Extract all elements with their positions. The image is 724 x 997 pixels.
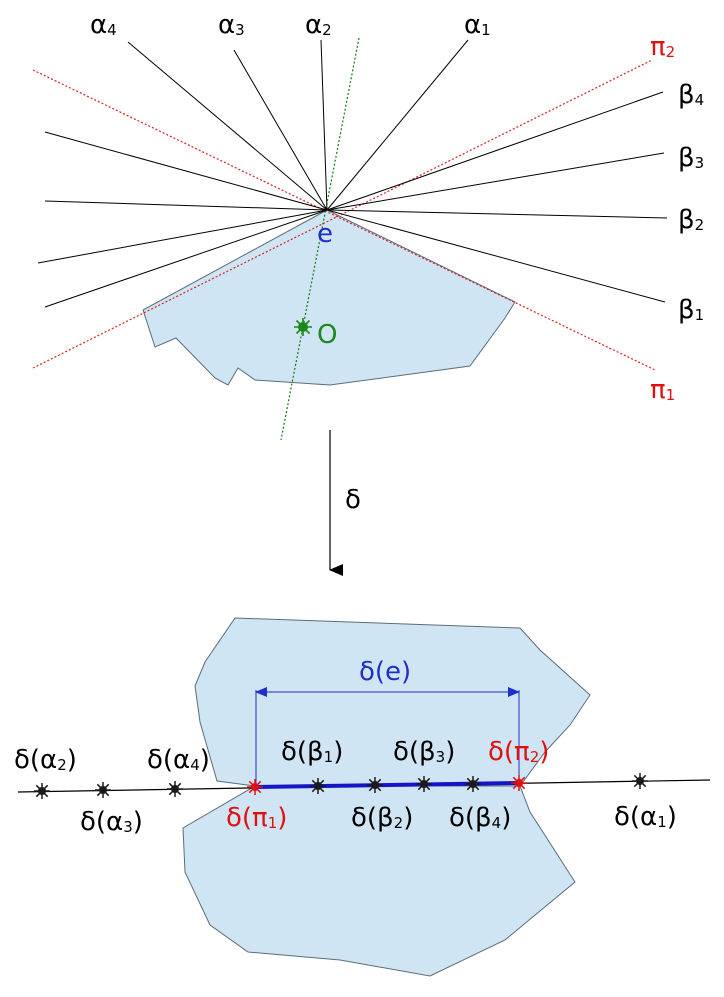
label-delta-alpha4: δ(α4) (147, 745, 210, 775)
dot-delta-beta4 (465, 776, 481, 792)
label-e: e (317, 219, 333, 249)
label-delta-alpha1: δ(α1) (614, 802, 677, 832)
label-delta-alpha3: δ(α3) (80, 807, 143, 837)
label-pi2: π2 (650, 32, 675, 62)
alpha1-line (326, 39, 469, 211)
alpha2-line (320, 39, 328, 211)
dot-delta-beta3 (416, 776, 432, 792)
dot-delta-beta2 (367, 777, 383, 793)
beta3-line-right (326, 152, 665, 211)
label-beta3: β3 (678, 143, 704, 173)
label-delta-pi1: δ(π1) (226, 803, 287, 833)
dual-region-lower (182, 785, 576, 977)
label-delta-beta4: δ(β4) (449, 803, 511, 833)
beta4-line-left (44, 209, 328, 308)
alpha3-line (233, 49, 328, 211)
label-delta-beta2: δ(β2) (351, 803, 413, 833)
beta1-line-right (326, 209, 666, 303)
label-alpha4: α4 (90, 10, 117, 40)
beta4-line-right (326, 91, 664, 211)
label-delta-e: δ(e) (359, 657, 411, 687)
label-alpha3: α3 (218, 10, 245, 40)
label-delta: δ (345, 485, 361, 515)
dot-delta-alpha1 (632, 773, 648, 789)
label-alpha1: α1 (464, 10, 491, 40)
dot-delta-alpha4 (167, 781, 183, 797)
label-beta4: β4 (678, 80, 704, 110)
point-o-marker (294, 318, 312, 336)
label-beta1: β1 (678, 295, 704, 325)
dot-delta-alpha2 (34, 783, 50, 799)
axis-line (280, 37, 360, 441)
dot-delta-pi2 (511, 775, 527, 791)
pi1-line (32, 69, 656, 371)
label-pi1: π1 (650, 375, 675, 405)
dot-delta-pi1 (247, 779, 263, 795)
primal-region (142, 209, 516, 386)
dual-points (34, 773, 648, 799)
dot-delta-beta1 (310, 778, 326, 794)
label-delta-alpha2: δ(α2) (14, 745, 77, 775)
dual-region-upper (194, 617, 591, 787)
beta1-line-left (44, 131, 328, 211)
label-delta-beta1: δ(β1) (281, 737, 343, 767)
alpha4-line (127, 41, 328, 211)
beta2-line-left (44, 200, 328, 211)
label-alpha2: α2 (305, 10, 332, 40)
label-delta-pi2: δ(π2) (488, 737, 549, 767)
beta2-line-right (326, 209, 668, 219)
dot-delta-alpha3 (95, 782, 111, 798)
beta3-line-left (37, 209, 328, 264)
label-delta-beta3: δ(β3) (393, 737, 455, 767)
label-o: O (317, 320, 337, 350)
label-beta2: β2 (678, 205, 704, 235)
